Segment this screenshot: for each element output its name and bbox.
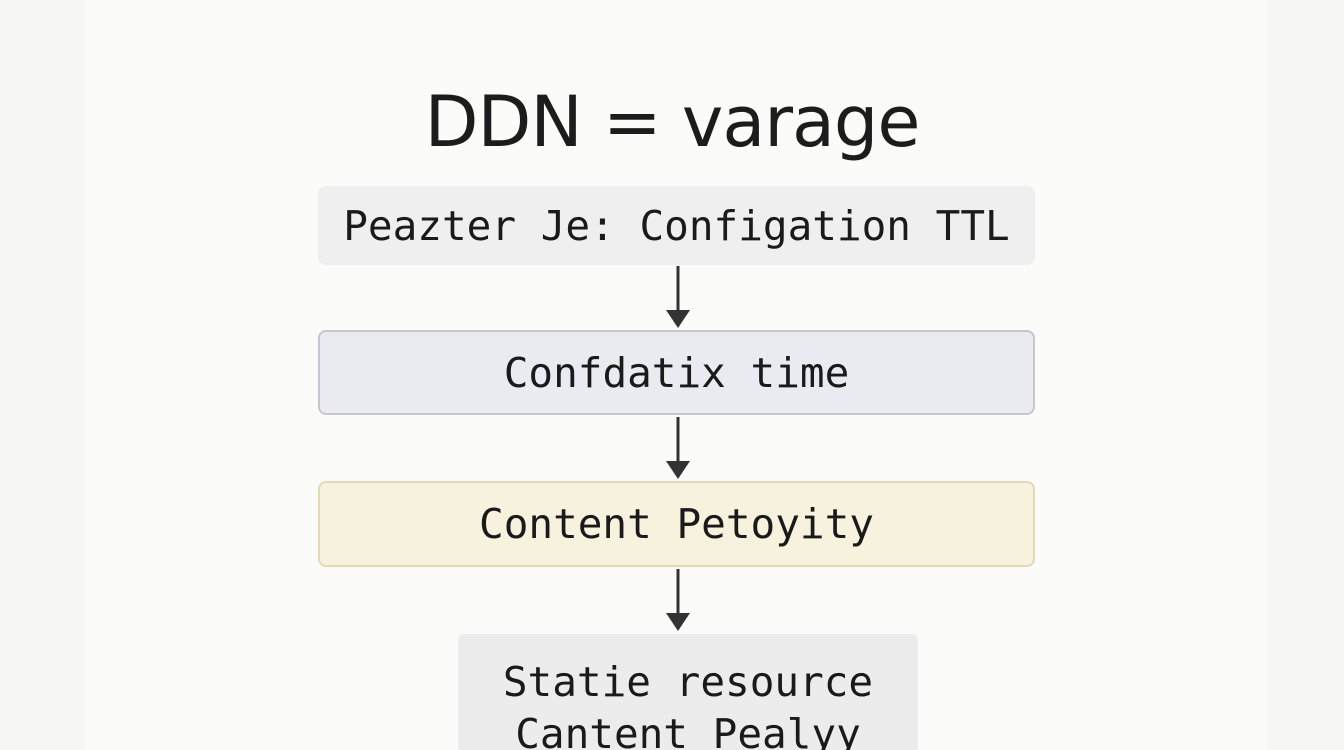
flow-step-4-line-2: Cantent Pealyy: [515, 710, 861, 750]
flow-step-3: Content Petoyity: [318, 481, 1035, 567]
flow-step-1: Peazter Je: Configation TTL: [318, 186, 1035, 265]
flow-step-4-line-1: Statie resource: [502, 658, 874, 706]
diagram-title: DDN = varage: [424, 81, 921, 163]
arrow-down-icon: [660, 569, 696, 633]
flow-step-4: Statie resource Cantent Pealyy: [458, 634, 918, 750]
arrow-down-icon: [660, 417, 696, 481]
flow-step-3-label: Content Petoyity: [479, 500, 874, 548]
flow-step-2-label: Confdatix time: [503, 348, 850, 397]
flow-step-2: Confdatix time: [318, 330, 1035, 415]
flow-step-1-label: Peazter Je: Configation TTL: [343, 201, 1010, 250]
arrow-down-icon: [660, 266, 696, 330]
